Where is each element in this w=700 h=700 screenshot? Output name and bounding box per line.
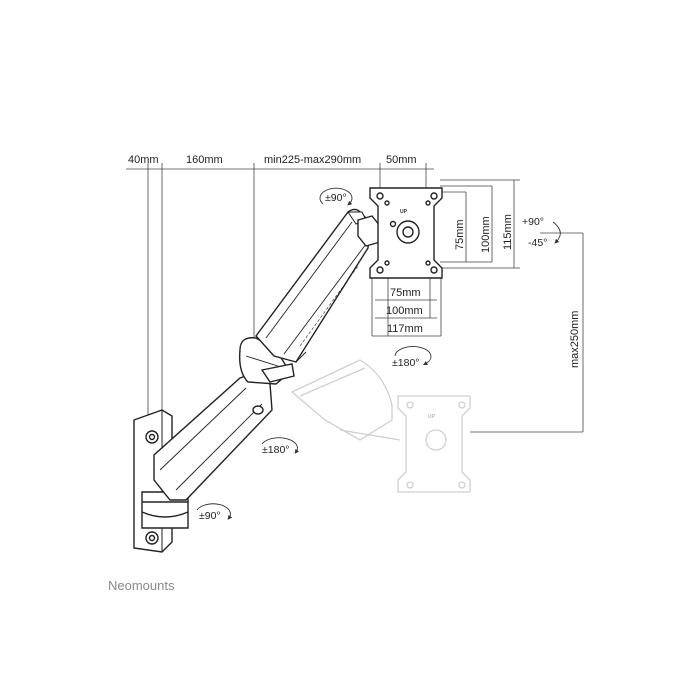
dim-plate-offset: 50mm — [386, 154, 417, 166]
first-arm — [153, 374, 273, 501]
rotation-tilt-down-label: -45° — [528, 237, 547, 249]
base-pivot — [141, 491, 189, 529]
dim-second-arm: min225-max290mm — [264, 154, 361, 166]
plate-up-label: UP — [400, 209, 408, 215]
rotation-base: ±90° — [196, 503, 233, 522]
rotation-plate-label: ±180° — [392, 357, 419, 369]
dim-vesa-v-medium: 100mm — [480, 216, 492, 253]
rotation-head-swivel: ±90° — [319, 187, 353, 206]
brand-logo-text: Neomounts — [108, 578, 175, 593]
dim-first-arm: 160mm — [186, 154, 223, 166]
dim-vesa-h-small: 75mm — [390, 287, 421, 299]
rotation-elbow-label: ±180° — [262, 444, 289, 456]
elbow-joint — [238, 337, 295, 385]
rotation-tilt-up-label: +90° — [522, 216, 544, 228]
rotation-tilt: +90° -45° — [522, 216, 561, 249]
second-arm — [255, 208, 371, 363]
dim-wall-depth: 40mm — [128, 154, 159, 166]
dim-max-height: max250mm — [569, 311, 581, 368]
ghost-plate-up-label: UP — [428, 414, 436, 420]
rotation-head-swivel-label: ±90° — [325, 192, 347, 204]
dim-vesa-h-large: 117mm — [387, 323, 423, 335]
dim-vesa-h-medium: 100mm — [386, 305, 423, 317]
rotation-elbow: ±180° — [261, 437, 300, 456]
ghost-arm-position: UP — [290, 359, 471, 493]
rotation-base-label: ±90° — [199, 510, 221, 522]
dimension-lines — [126, 163, 584, 433]
rotation-plate: ±180° — [392, 346, 432, 369]
monitor-plate: UP — [369, 187, 443, 279]
dim-vesa-v-large: 115mm — [502, 214, 514, 250]
dim-vesa-v-small: 75mm — [454, 219, 466, 250]
